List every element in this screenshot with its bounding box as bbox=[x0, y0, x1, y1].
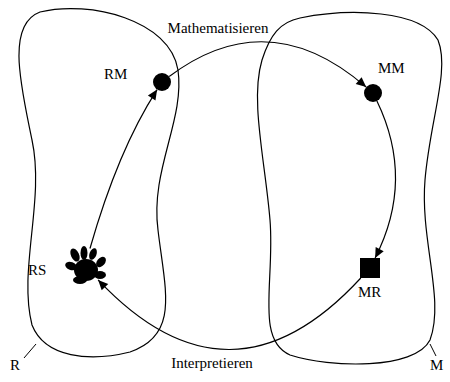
curved-arrow bbox=[375, 101, 395, 258]
node-label: RM bbox=[104, 66, 127, 83]
square-node: MR bbox=[360, 258, 380, 278]
curved-arrow bbox=[98, 278, 361, 349]
node-outline bbox=[364, 84, 382, 102]
leader-line bbox=[24, 344, 36, 358]
edge-label: Interpretieren bbox=[169, 355, 255, 372]
region-outline: MMMMR bbox=[240, 0, 450, 382]
node-label: MR bbox=[358, 284, 381, 301]
curved-arrow bbox=[169, 42, 366, 87]
node-label: M bbox=[430, 357, 443, 374]
curved-arrow bbox=[90, 90, 157, 249]
node-outline bbox=[62, 246, 108, 286]
node-outline bbox=[0, 0, 200, 382]
leader-line bbox=[430, 344, 436, 356]
splat-node: RS bbox=[62, 246, 108, 286]
node-label: RS bbox=[28, 262, 46, 279]
dot-node: MM bbox=[364, 84, 382, 102]
node-outline bbox=[153, 73, 171, 91]
node-outline bbox=[360, 258, 380, 278]
node-label: R bbox=[10, 357, 20, 374]
node-outline bbox=[240, 0, 450, 382]
dot-node: RM bbox=[153, 73, 171, 91]
edge-label: Mathematisieren bbox=[166, 20, 271, 37]
region-outline: R RM RS bbox=[0, 0, 200, 382]
node-label: MM bbox=[378, 60, 405, 77]
